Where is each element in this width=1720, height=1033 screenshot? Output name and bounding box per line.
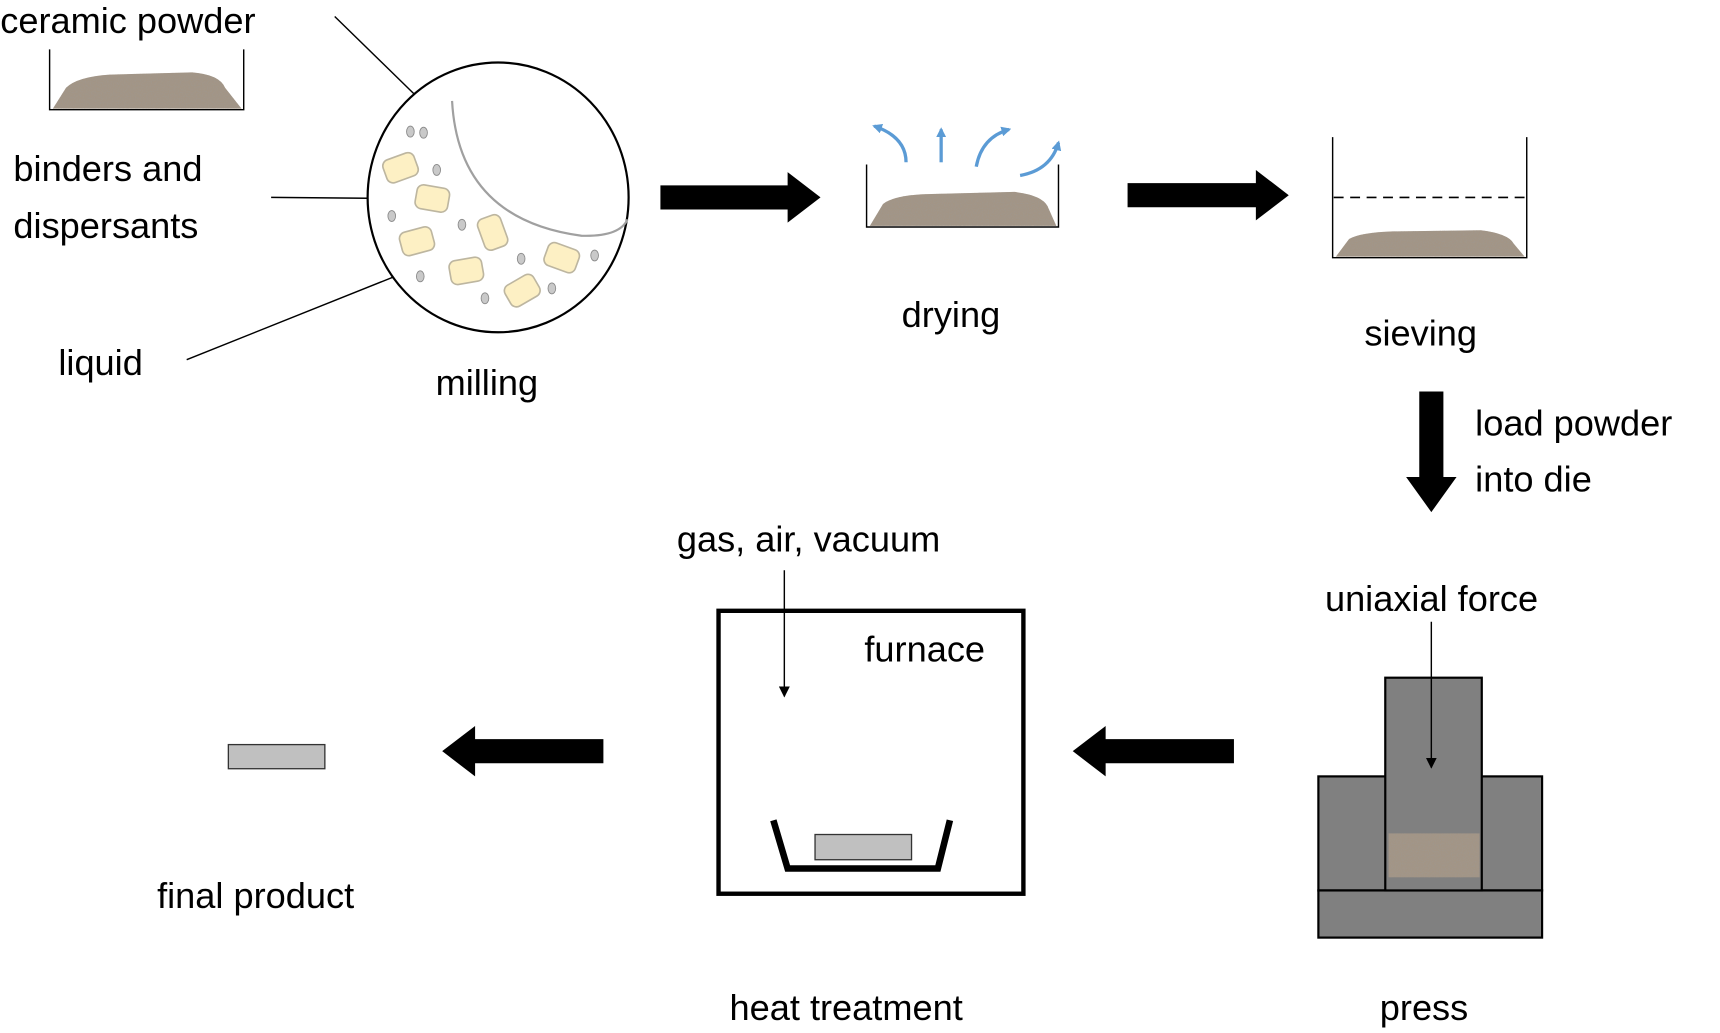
vapor-arrow-icon	[1019, 140, 1062, 178]
ceramic-powder-label: ceramic powder	[0, 0, 255, 41]
ceramic-powder-group: ceramic powder	[0, 0, 431, 111]
furnace-label: furnace	[864, 628, 985, 669]
liquid-label: liquid	[58, 342, 142, 383]
vapor-arrow-icon	[872, 123, 908, 163]
furnace	[716, 570, 1026, 896]
milling-media-dots	[387, 125, 599, 305]
powder-container	[48, 49, 245, 111]
flow-arrow-milling-to-drying	[660, 172, 821, 223]
compacted-powder	[1388, 833, 1480, 878]
flow-arrow-sieving-to-press	[1406, 391, 1457, 513]
sieving-group	[1331, 137, 1528, 259]
drying-group	[865, 123, 1062, 228]
sample-in-furnace	[814, 833, 913, 861]
press-label: press	[1380, 987, 1468, 1028]
sieved-powder	[1335, 230, 1525, 257]
vapor-arrow-icon	[974, 126, 1012, 168]
crucible	[770, 819, 954, 872]
press-die	[1317, 621, 1544, 939]
flow-arrow-press-to-furnace	[1072, 725, 1234, 777]
sieving-label: sieving	[1364, 312, 1477, 353]
drying-powder	[869, 191, 1057, 226]
load-powder-label-line1: load powder	[1475, 402, 1672, 443]
final-product-label: final product	[157, 875, 354, 916]
atmosphere-label: gas, air, vacuum	[677, 519, 940, 560]
final-product-part	[227, 743, 326, 770]
liquid-arrow	[186, 270, 408, 361]
flow-arrow-furnace-to-product	[442, 725, 604, 777]
powder-pile	[52, 72, 242, 109]
binders-label-line2: dispersants	[13, 205, 198, 246]
drying-container	[865, 164, 1060, 228]
milling-jar	[366, 61, 630, 334]
flow-arrow-drying-to-sieving	[1127, 169, 1289, 221]
heat-treatment-label: heat treatment	[730, 987, 963, 1028]
binders-label-line1: binders and	[13, 148, 202, 189]
uniaxial-force-label: uniaxial force	[1325, 578, 1538, 619]
binder-cylinders	[381, 151, 581, 308]
drying-label: drying	[902, 294, 1001, 335]
milling-label: milling	[436, 362, 539, 403]
sieve-container	[1331, 137, 1528, 259]
load-powder-label-line2: into die	[1475, 458, 1592, 499]
